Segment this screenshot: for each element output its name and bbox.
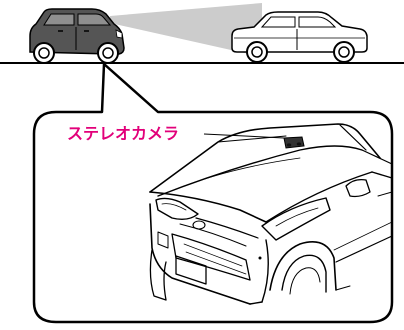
sensor-beam [110, 3, 262, 57]
callout-bubble [32, 62, 394, 324]
car-front-closeup [149, 123, 393, 305]
stereo-camera-label: ステレオカメラ [67, 124, 180, 143]
sedan-icon [231, 11, 368, 63]
stereo-camera-icon [283, 136, 305, 149]
compact-hatchback-icon [29, 8, 125, 64]
